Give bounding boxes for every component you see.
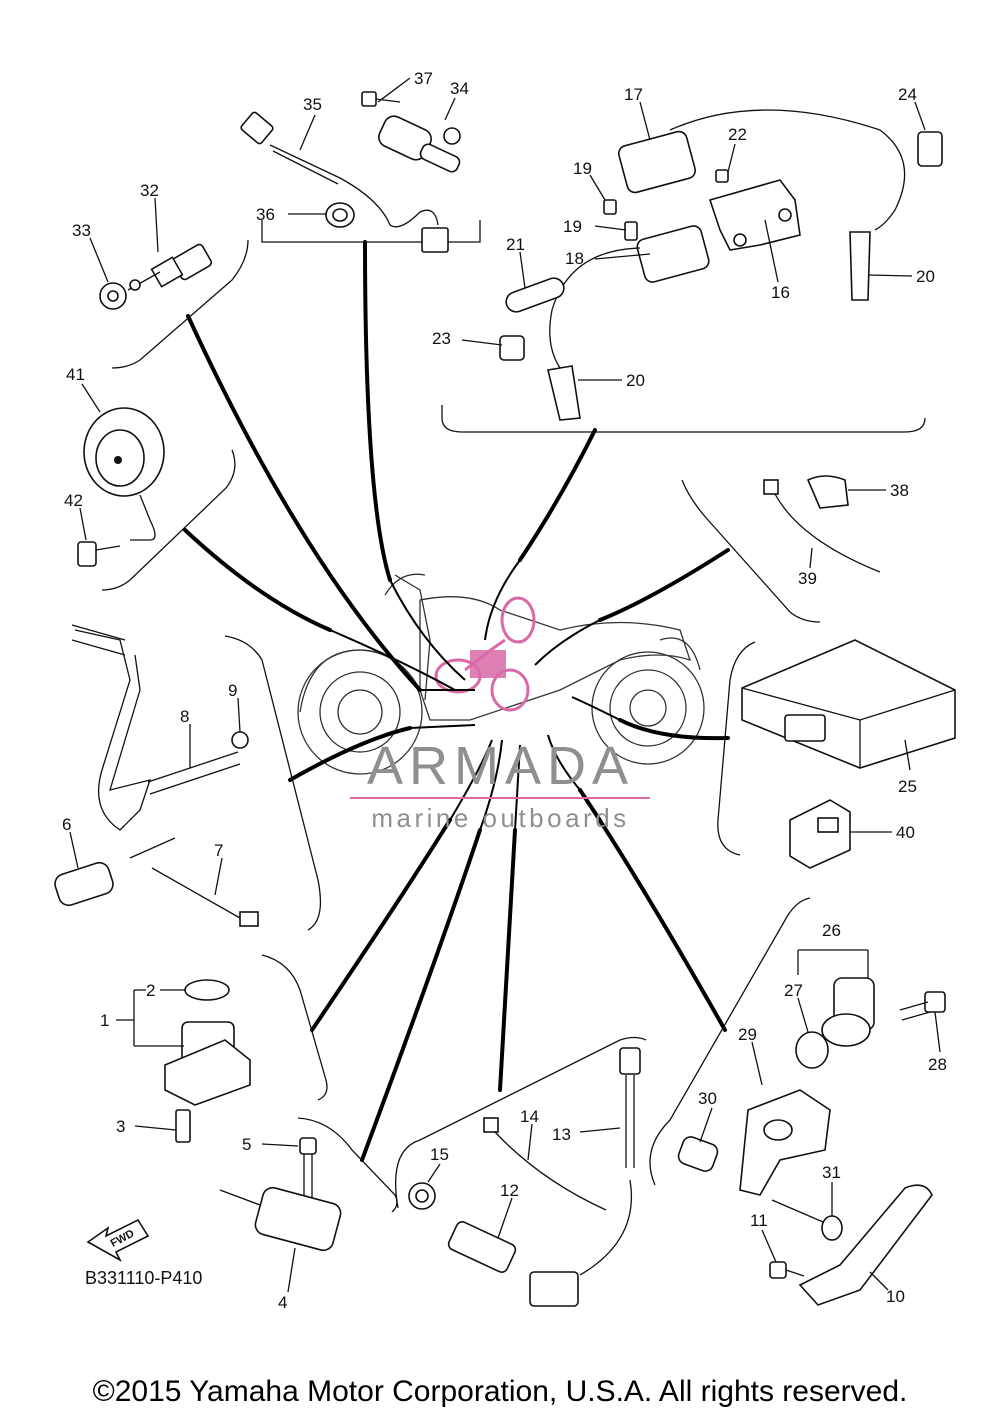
part-6-switch — [54, 837, 176, 907]
watermark-divider — [350, 797, 650, 799]
part-15-washer — [408, 1182, 436, 1210]
part-19-bolt — [603, 199, 638, 241]
callout-41: 41 — [66, 365, 85, 384]
part-20-plug-cap — [547, 231, 871, 421]
part-42-bolt — [77, 541, 121, 567]
callout-3: 3 — [116, 1117, 125, 1136]
callout-31: 31 — [822, 1163, 841, 1182]
callout-26: 26 — [822, 921, 841, 940]
part-34-speed-sensor — [378, 115, 461, 173]
part-24-clamp — [917, 131, 943, 167]
callout-7: 7 — [214, 841, 223, 860]
callout-33: 33 — [72, 221, 91, 240]
part-16-bracket — [708, 179, 801, 251]
callout-37: 37 — [414, 69, 433, 88]
callout-35: 35 — [303, 95, 322, 114]
callout-8: 8 — [180, 707, 189, 726]
part-22-bolt — [715, 169, 729, 183]
callout-5: 5 — [242, 1135, 251, 1154]
part-21-tube — [505, 277, 565, 313]
callout-42: 42 — [64, 491, 83, 510]
part-27-o-ring — [795, 1031, 829, 1069]
callout-22: 22 — [728, 125, 747, 144]
part-11-bolt — [769, 1261, 805, 1279]
callout-4: 4 — [278, 1293, 287, 1312]
callout-20b: 20 — [626, 371, 645, 390]
part-28-bolt — [899, 991, 946, 1021]
callout-38: 38 — [890, 481, 909, 500]
part-1-sensor — [164, 1021, 251, 1106]
callout-36: 36 — [256, 205, 275, 224]
callout-19a: 19 — [573, 159, 592, 178]
callout-40: 40 — [896, 823, 915, 842]
part-23-clamp — [499, 335, 525, 361]
part-41-horn — [83, 407, 165, 541]
ecu-location-marker — [470, 650, 506, 678]
group-brackets — [101, 220, 926, 1213]
callout-17: 17 — [624, 85, 643, 104]
callout-18: 18 — [565, 249, 584, 268]
part-33-gasket — [99, 282, 127, 310]
fwd-arrow-icon: FWD — [86, 1218, 150, 1262]
part-37-bolt — [361, 91, 401, 107]
callout-10: 10 — [886, 1287, 905, 1306]
part-17-ignition-coil — [617, 109, 906, 231]
part-38-clamp — [806, 475, 849, 509]
callout-12: 12 — [500, 1181, 519, 1200]
motorcycle-outline — [297, 573, 705, 775]
part-36-clamp — [325, 202, 355, 228]
callout-6: 6 — [62, 815, 71, 834]
part-35-lead — [240, 111, 449, 253]
callout-30: 30 — [698, 1089, 717, 1108]
part-25-ecu — [741, 639, 956, 769]
callouts: 37 34 35 36 32 33 17 24 22 19 19 18 — [62, 69, 947, 1312]
callout-15: 15 — [430, 1145, 449, 1164]
callout-34: 34 — [450, 79, 469, 98]
part-13-lead — [529, 1047, 641, 1307]
callout-14: 14 — [520, 1107, 539, 1126]
callout-13: 13 — [552, 1125, 571, 1144]
callout-19b: 19 — [563, 217, 582, 236]
part-kick-pedal — [71, 624, 151, 831]
part-2-o-ring — [184, 979, 230, 1001]
callout-28: 28 — [928, 1055, 947, 1074]
callout-24: 24 — [898, 85, 917, 104]
callout-16: 16 — [771, 283, 790, 302]
part-29-lever — [739, 1089, 831, 1196]
part-7-band — [151, 867, 259, 927]
part-31-bolt — [771, 1199, 843, 1241]
part-9-collar — [231, 731, 249, 749]
diagram-code: B331110-P410 — [85, 1268, 203, 1288]
callout-20a: 20 — [916, 267, 935, 286]
part-18-ignition-coil — [549, 225, 710, 369]
part-32-thermo-sensor — [127, 243, 213, 291]
part-26-sensor — [821, 977, 875, 1047]
part-39-band — [763, 479, 881, 573]
callout-29: 29 — [738, 1025, 757, 1044]
part-30-collar — [677, 1136, 719, 1172]
part-3-bolt — [175, 1109, 191, 1143]
part-10-bracket — [798, 1184, 933, 1306]
callout-1: 1 — [100, 1011, 109, 1030]
watermark-subtitle: marine outboards — [371, 803, 630, 833]
part-14-band — [483, 1117, 607, 1211]
callout-25: 25 — [898, 777, 917, 796]
watermark-brand: ARMADA — [366, 736, 635, 796]
callout-21: 21 — [506, 235, 525, 254]
callout-9: 9 — [228, 681, 237, 700]
leader-lines — [183, 240, 730, 1162]
callout-32: 32 — [140, 181, 159, 200]
part-40-relay — [789, 799, 851, 869]
callout-11: 11 — [750, 1211, 768, 1230]
callout-23: 23 — [432, 329, 451, 348]
copyright-notice: ©2015 Yamaha Motor Corporation, U.S.A. A… — [92, 1375, 908, 1408]
part-4-sensor — [219, 1186, 342, 1252]
callout-2: 2 — [146, 981, 155, 1000]
callout-39: 39 — [798, 569, 817, 588]
part-12-sensor — [447, 1221, 517, 1273]
callout-27: 27 — [784, 981, 803, 1000]
part-8-shaft — [147, 751, 241, 795]
